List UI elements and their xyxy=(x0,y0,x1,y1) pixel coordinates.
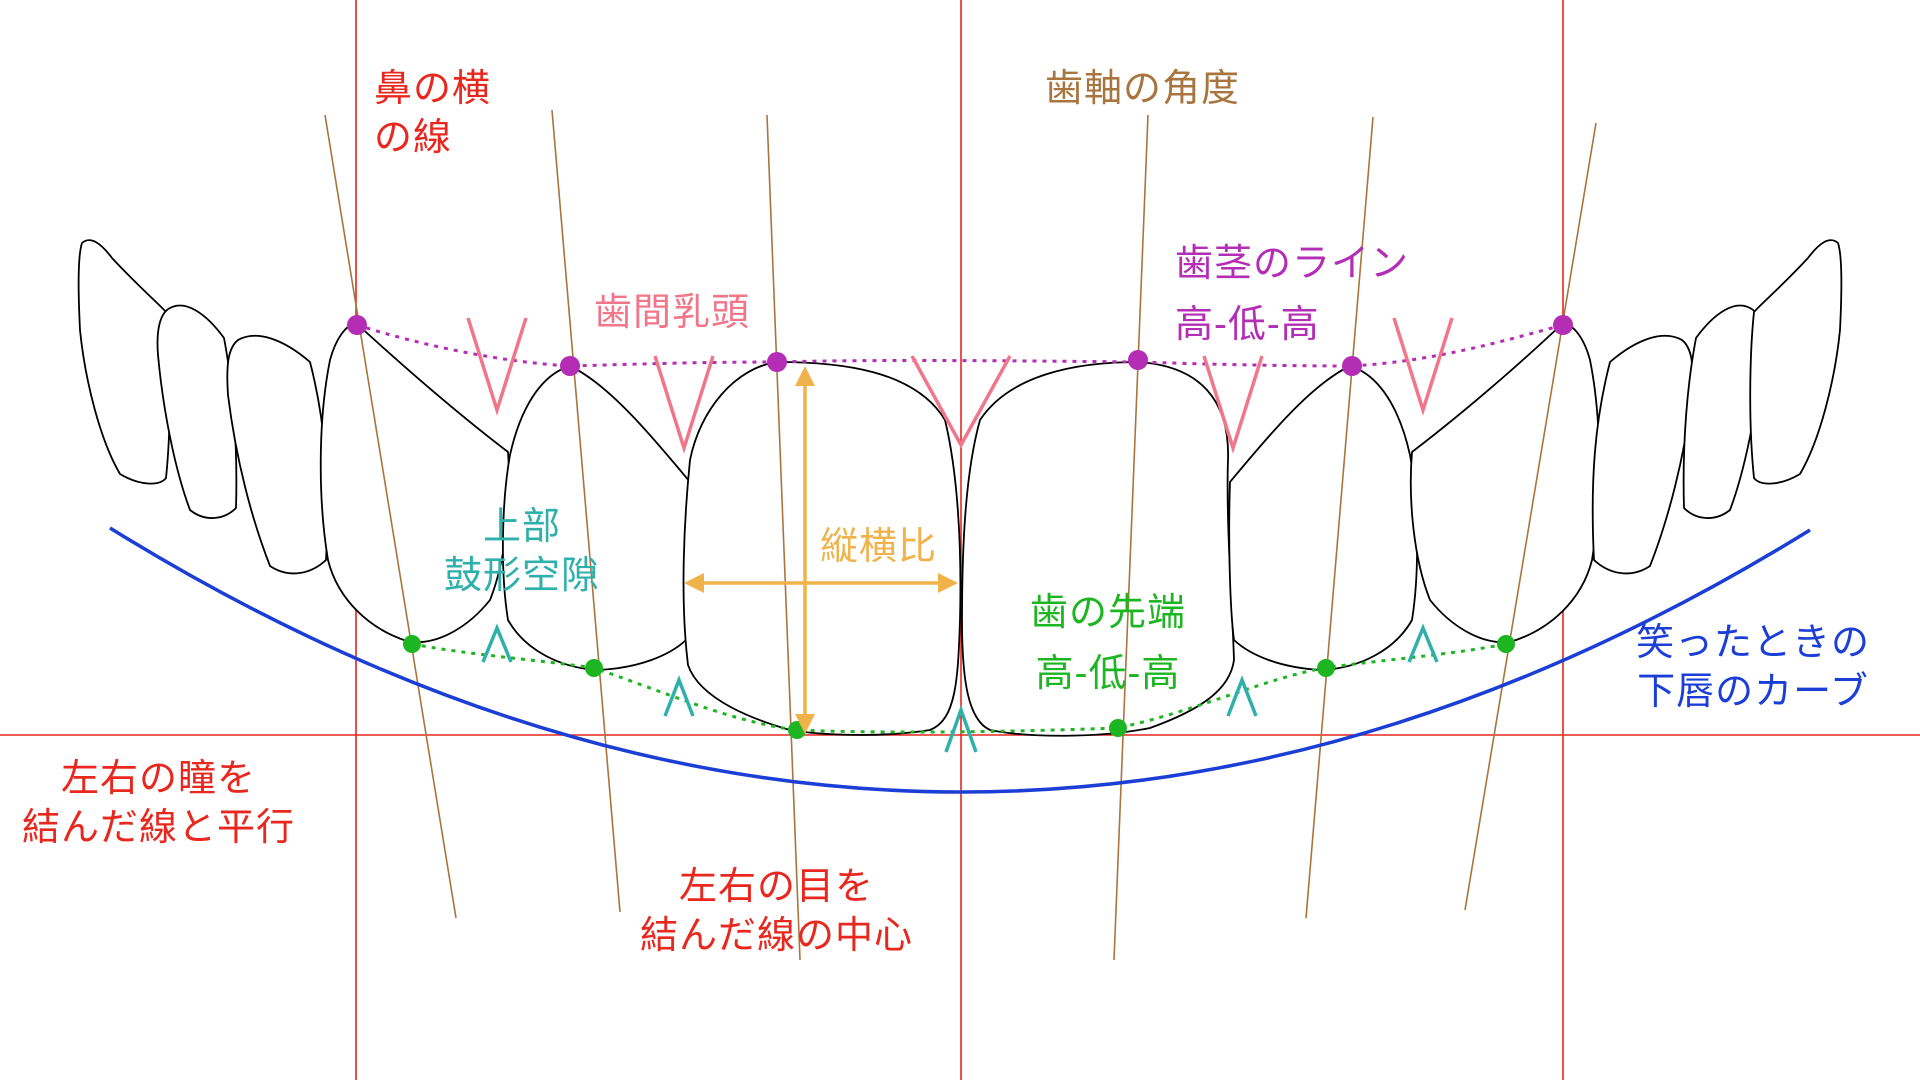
label-eye-center-1: 左右の目を xyxy=(679,864,875,908)
label-eye-center: 左右の目を 結んだ線の中心 xyxy=(640,862,913,961)
label-eye-center-2: 結んだ線の中心 xyxy=(640,913,914,958)
teeth-outlines xyxy=(77,239,1843,737)
tooth-left-central xyxy=(682,361,962,736)
aspect-arrowhead-right xyxy=(938,573,958,593)
label-aspect-ratio: 縦横比 xyxy=(820,524,938,568)
incisal-point xyxy=(1317,659,1335,677)
tooth-axis-left-canine xyxy=(324,114,457,919)
tooth-left-molar xyxy=(77,239,171,485)
gingival-point xyxy=(560,356,580,376)
label-incisal-title: 歯の先端 xyxy=(1030,590,1187,634)
papilla-marker xyxy=(466,317,528,416)
gingival-point xyxy=(1128,350,1148,370)
label-pupil-line-2: 結んだ線と平行 xyxy=(22,805,296,850)
tooth-axis-right-central xyxy=(1113,114,1149,961)
tooth-left-premolar-2 xyxy=(156,304,238,519)
gingival-point xyxy=(347,315,367,335)
label-upper-embrasure: 上部 鼓形空隙 xyxy=(444,502,600,601)
papilla-marker xyxy=(1392,317,1454,416)
tooth-right-canine xyxy=(1409,322,1601,644)
embrasure-marker xyxy=(1407,623,1439,663)
tooth-axis-left-central xyxy=(766,114,801,961)
label-upper-embrasure-1: 上部 xyxy=(483,504,562,548)
aspect-ratio-arrows xyxy=(684,366,958,734)
label-smile-curve-1: 笑ったときの xyxy=(1636,620,1871,664)
label-smile-curve-2: 下唇のカーブ xyxy=(1637,669,1869,714)
label-tooth-axis: 歯軸の角度 xyxy=(1045,66,1241,110)
incisal-point xyxy=(585,659,603,677)
aspect-arrowhead-top xyxy=(795,366,815,386)
embrasure-markers xyxy=(481,623,1439,753)
label-incisal-edge: 歯の先端 高-低-高 xyxy=(1030,582,1186,704)
embrasure-marker xyxy=(1226,675,1258,717)
label-nose-line-2: の線 xyxy=(374,115,453,160)
gingival-point xyxy=(1342,356,1362,376)
tooth-axis-lines xyxy=(324,109,1597,961)
embrasure-marker xyxy=(481,623,513,663)
incisal-point xyxy=(1497,635,1515,653)
label-interdental-papilla: 歯間乳頭 xyxy=(594,290,751,334)
aspect-arrowhead-bottom xyxy=(795,714,815,734)
gingival-point xyxy=(1553,315,1573,335)
papilla-marker xyxy=(910,355,1012,449)
label-gingival-pattern: 高-低-高 xyxy=(1175,301,1320,346)
tooth-right-molar xyxy=(1749,239,1843,485)
tooth-right-premolar-1 xyxy=(1591,334,1694,575)
label-upper-embrasure-2: 鼓形空隙 xyxy=(444,553,601,598)
papilla-markers xyxy=(466,317,1454,454)
tooth-right-central xyxy=(961,361,1235,737)
label-nose-line: 鼻の横 の線 xyxy=(374,64,491,163)
tooth-axis-right-lateral xyxy=(1305,116,1374,919)
incisal-point xyxy=(1109,719,1127,737)
tooth-axis-right-canine xyxy=(1464,122,1597,911)
papilla-marker xyxy=(1202,355,1264,454)
incisal-point xyxy=(403,635,421,653)
tooth-right-lateral xyxy=(1228,365,1418,671)
embrasure-marker xyxy=(663,675,695,717)
smile-lower-lip-curve xyxy=(109,526,1811,794)
label-gingival-line: 歯茎のライン 高-低-高 xyxy=(1175,233,1409,355)
gingival-point xyxy=(767,352,787,372)
embrasure-marker xyxy=(944,704,978,753)
label-pupil-line-1: 左右の瞳を xyxy=(61,756,257,800)
papilla-marker xyxy=(653,355,715,454)
label-pupil-line: 左右の瞳を 結んだ線と平行 xyxy=(22,754,295,853)
tooth-left-premolar-1 xyxy=(226,334,329,575)
label-incisal-pattern: 高-低-高 xyxy=(1035,650,1181,695)
aspect-arrowhead-left xyxy=(684,573,704,593)
label-nose-line-1: 鼻の横 xyxy=(374,66,492,110)
tooth-axis-left-lateral xyxy=(551,109,621,913)
label-smile-curve: 笑ったときの 下唇のカーブ xyxy=(1636,618,1870,717)
label-gingival-title: 歯茎のライン xyxy=(1175,241,1410,285)
